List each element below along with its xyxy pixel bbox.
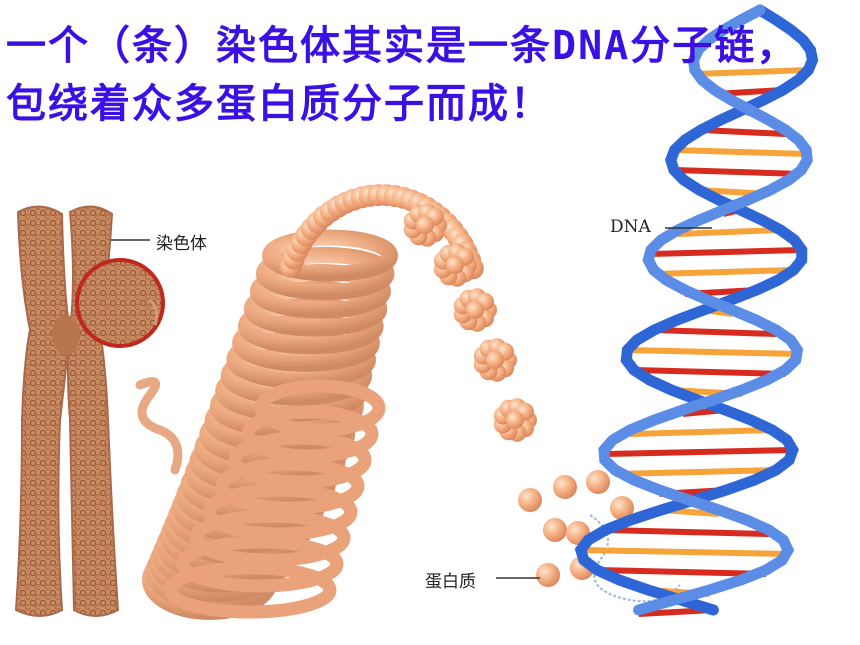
base-pair [674,147,807,157]
protein-bead [518,488,542,512]
coil-ring [262,229,398,282]
base-pair [654,327,777,337]
base-pair [627,347,798,357]
base-pair [650,247,802,257]
base-pair [633,367,786,377]
helix-strand [574,4,819,616]
coil-ring [254,379,386,437]
title-line-1: 一个（条）染色体其实是一条DNA分子链， [6,23,799,69]
supercoil [142,229,398,620]
base-pair [677,227,781,237]
coil-ring [176,535,344,593]
protein-bead [536,563,560,587]
magnified-region-circle [75,258,165,348]
base-pair [694,67,809,77]
base-pair [673,167,802,177]
protein-bead [553,475,577,499]
coil-ring [228,431,372,489]
helix-strand [598,4,813,616]
base-pair [700,127,786,137]
cluster-bead [416,216,434,234]
chromatin-fiber [135,377,183,475]
base-pair [629,427,773,437]
cluster-bead [506,411,524,429]
coil-ring [215,457,365,515]
coil-ring [241,405,379,463]
base-pair [605,527,770,537]
base-pair [580,547,789,557]
dna-double-helix [574,4,819,617]
coil-ring [255,246,395,301]
base-pair [653,267,794,277]
base-pair [615,467,777,477]
dna-label: DNA [610,217,651,237]
base-pair [603,447,793,457]
protein-beads [518,470,634,587]
title-line-2: 包绕着众多蛋白质分子而成！ [6,81,552,127]
protein-bead [610,496,634,520]
coil-ring [163,561,337,619]
nucleosome-clusters [403,203,537,442]
chromosome-label: 染色体 [156,234,207,254]
cluster-bead [466,301,484,319]
protein-label: 蛋白质 [425,572,476,592]
protein-bead [586,470,610,494]
coil-ring [189,509,351,567]
dna-thread [589,514,681,603]
cluster-bead [446,256,464,274]
coil-ring [202,483,358,541]
cluster-bead [486,351,504,369]
protein-bead [543,518,567,542]
base-pair [597,567,767,577]
